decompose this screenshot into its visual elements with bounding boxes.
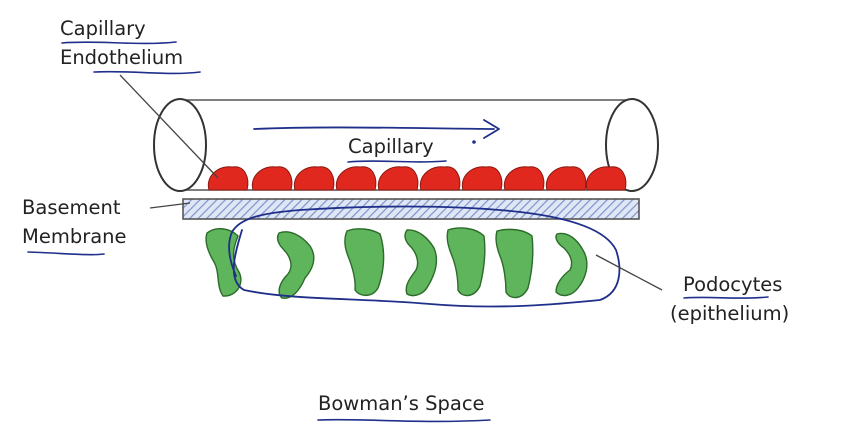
basement-membrane-label-line2: Membrane (22, 225, 127, 248)
podocytes-pointer-line (595, 254, 663, 291)
podocyte (344, 228, 385, 297)
ink-dot (472, 140, 476, 144)
bowmans-space-label: Bowman’s Space (318, 392, 485, 415)
endothelial-cell (207, 166, 249, 191)
endothelial-cell (293, 166, 335, 191)
podocytes (205, 227, 588, 299)
underline-capillary-endothelium-2 (93, 70, 201, 75)
endothelial-cell (585, 166, 627, 191)
capillary-endothelium-label-line2: Endothelium (60, 46, 183, 69)
podocyte (495, 228, 534, 299)
podocyte (205, 228, 242, 297)
podocyte (555, 232, 588, 297)
capillary-label: Capillary (348, 135, 434, 158)
podocyte (276, 231, 315, 299)
underline-capillary-endothelium-1 (61, 41, 177, 45)
underline-podocytes (683, 296, 769, 299)
capillary-endothelium-label-line1: Capillary (60, 17, 146, 40)
podocyte-encircling-loop (228, 205, 621, 308)
podocytes-label-line1: Podocytes (683, 273, 782, 296)
endothelial-cell (377, 166, 419, 191)
podocyte (404, 229, 438, 297)
podocyte (446, 227, 486, 297)
underline-basement-membrane (27, 251, 105, 256)
endothelial-cell (251, 166, 293, 191)
right-arrow-icon (253, 119, 500, 139)
endothelium-pointer-line (119, 74, 219, 179)
endothelial-cell (335, 166, 377, 191)
endothelial-cell (545, 166, 587, 191)
endothelial-cell (461, 166, 503, 191)
endothelial-cells (207, 166, 627, 191)
underline-capillary (347, 160, 447, 163)
underline-bowmans-space (317, 418, 491, 423)
basement-membrane-label-line1: Basement (22, 196, 121, 219)
endothelial-cell (419, 166, 461, 191)
podocytes-label-line2: (epithelium) (670, 302, 789, 325)
flow-arrow (253, 119, 500, 139)
capillary-left-opening (153, 98, 207, 192)
basement-membrane (182, 198, 640, 220)
basement-pointer-line (149, 202, 191, 209)
ink-underlines (27, 41, 769, 423)
endothelial-cell (503, 166, 545, 191)
